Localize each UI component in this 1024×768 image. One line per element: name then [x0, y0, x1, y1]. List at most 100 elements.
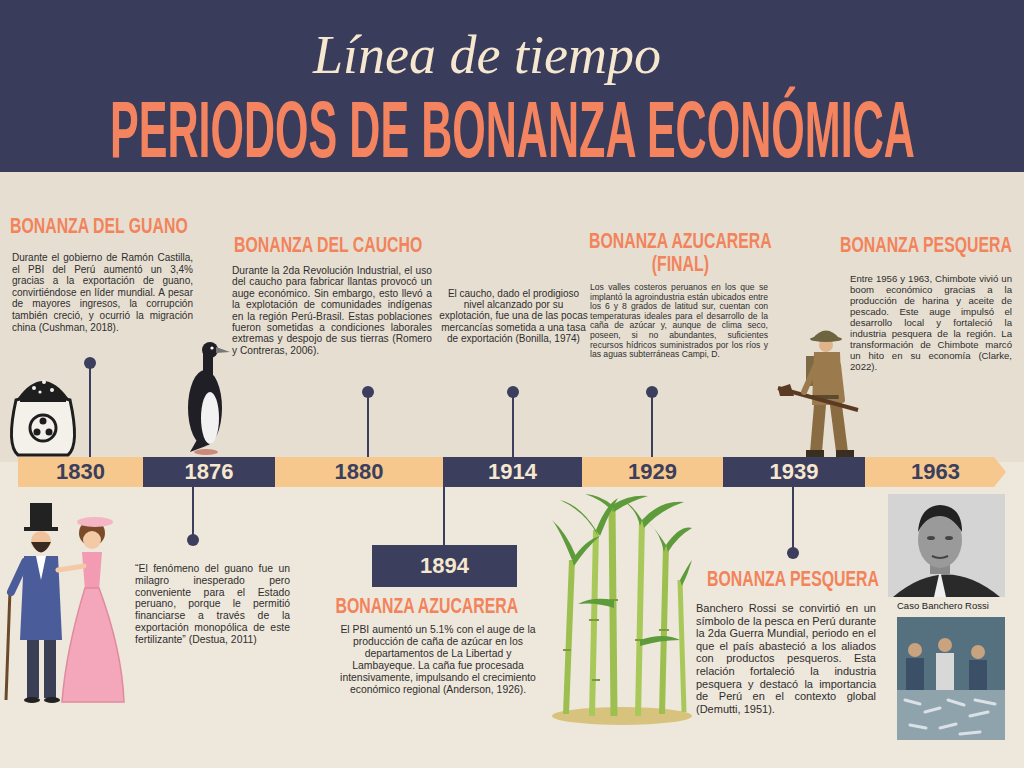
upper-ground [0, 172, 1024, 462]
sugar-cane-part-part [659, 629, 669, 631]
sugar-cane-part-part [680, 560, 692, 586]
couple-illustration-part [77, 517, 113, 527]
leader-dot [84, 357, 96, 369]
portrait-photo-part [932, 556, 948, 558]
fishing-photo-part [936, 653, 954, 690]
sugar-cane-part [638, 520, 642, 716]
fishing-photo-part-part [975, 700, 995, 704]
event-description: Durante la 2da Revolución Industrial, el… [232, 265, 432, 356]
fishing-photo-part [897, 690, 1005, 740]
guano-sack-part [32, 386, 36, 390]
sugar-cane-part-part [552, 520, 576, 560]
fishing-photo-part-part [925, 708, 940, 712]
soldier-figure-part [810, 405, 826, 452]
year-label: 1830 [56, 460, 105, 484]
fishing-photo-part-part [948, 700, 964, 705]
guano-sack-part [38, 390, 41, 393]
leader-line [367, 392, 369, 457]
portrait-photo-part [945, 536, 953, 540]
sugar-cane-part-part [585, 494, 613, 512]
year-label: 1939 [770, 460, 819, 484]
sugar-cane-part-part [560, 500, 598, 536]
event-description: Durante el gobierno de Ramón Castilla, e… [12, 252, 193, 333]
guano-sack-part [34, 429, 41, 436]
sugar-cane-part [566, 560, 572, 714]
guanay-bird-part [188, 370, 222, 446]
fishing-photo-part [908, 643, 922, 657]
couple-illustration-part [11, 562, 25, 592]
timeline-segment: 1939 [723, 457, 865, 487]
fishing-photo-part [905, 700, 995, 734]
guano-sack-part [42, 380, 46, 384]
arrow-segment-fill [865, 457, 1006, 487]
couple-illustration-part [31, 542, 51, 553]
event-description: El PBI aumentó un 5.1% con el auge de la… [333, 624, 543, 696]
soldier-figure-part [804, 365, 816, 392]
fishing-photo-part [969, 660, 987, 690]
guano-sack-part [11, 396, 74, 455]
couple-illustration-part [6, 590, 10, 700]
sugar-cane-part-part [572, 536, 600, 566]
timeline-segment: 1830 [18, 457, 143, 487]
leader-dot [787, 547, 799, 559]
couple-illustration-part [44, 697, 60, 703]
guano-sack-part [18, 381, 68, 398]
photo-caption: Caso Banchero Rossi [897, 600, 989, 611]
year-label: 1914 [488, 460, 537, 484]
timeline-segment: 1880 [275, 457, 443, 487]
leader-line [512, 392, 514, 457]
fishing-photo-part-part [970, 712, 988, 716]
fishing-photo [897, 617, 1005, 740]
year-label: 1894 [420, 554, 469, 578]
event-description: Entre 1956 y 1963, Chimbote vivió un boo… [850, 273, 1012, 372]
leader-dot [362, 386, 374, 398]
sugar-cane-part [612, 505, 614, 716]
sugar-cane-part [592, 530, 596, 716]
year-label: 1963 [911, 460, 960, 484]
event-description: Banchero Rossi se convirtió en un símbol… [696, 602, 876, 715]
subtitle-script: Línea de tiempo [313, 24, 661, 86]
soldier-figure-part [806, 450, 824, 457]
year-label: 1880 [335, 460, 384, 484]
guano-sack-part [46, 429, 53, 436]
fishing-photo-part-part [905, 700, 920, 704]
section-heading: BONANZA AZUCARERA (FINAL) [577, 229, 782, 275]
sugar-cane-part-part [640, 636, 680, 646]
guanay-bird-part [216, 347, 230, 353]
portrait-photo-part [888, 494, 1005, 597]
timeline-segment: 1876 [143, 457, 275, 487]
portrait-photo-part [918, 505, 962, 532]
section-heading: BONANZA DEL GUANO [10, 214, 210, 237]
fishing-photo-part [938, 638, 952, 652]
couple-illustration-part [82, 552, 102, 590]
fishing-photo-part-part [940, 724, 956, 728]
soldier-figure [778, 331, 858, 458]
sugar-cane-part [552, 707, 692, 725]
sugar-cane-part-part [578, 599, 614, 608]
leader-line [192, 487, 194, 540]
section-heading: BONANZA PESQUERA [840, 233, 1020, 256]
quote-text: El caucho, dado el prodigioso nivel alca… [437, 288, 590, 344]
sugar-cane-part-part [563, 649, 571, 651]
page-title: PERIODOS DE BONANZA ECONÓMICA [110, 90, 915, 170]
soldier-figure-part [838, 365, 842, 400]
couple-illustration-part [36, 556, 46, 580]
lower-ground [0, 462, 1024, 768]
couple-illustration-part [62, 588, 124, 702]
sugar-cane-part-part [666, 528, 692, 552]
guano-sack [11, 380, 74, 455]
event-description: Los valles costeros peruanos en los que … [590, 283, 768, 360]
section-heading: BONANZA AZUCARERA [322, 594, 532, 617]
guanay-bird-part [194, 449, 218, 455]
fishing-photo-part [906, 658, 924, 690]
leader-dot [646, 386, 658, 398]
soldier-figure-part [810, 336, 842, 342]
guanay-bird-part [201, 392, 219, 444]
timeline-segment: 1914 [443, 457, 582, 487]
guano-sack-part [50, 388, 54, 392]
portrait-photo-part [934, 570, 946, 597]
connector-line [443, 487, 445, 545]
header-band [0, 0, 1024, 172]
year-label: 1929 [628, 460, 677, 484]
